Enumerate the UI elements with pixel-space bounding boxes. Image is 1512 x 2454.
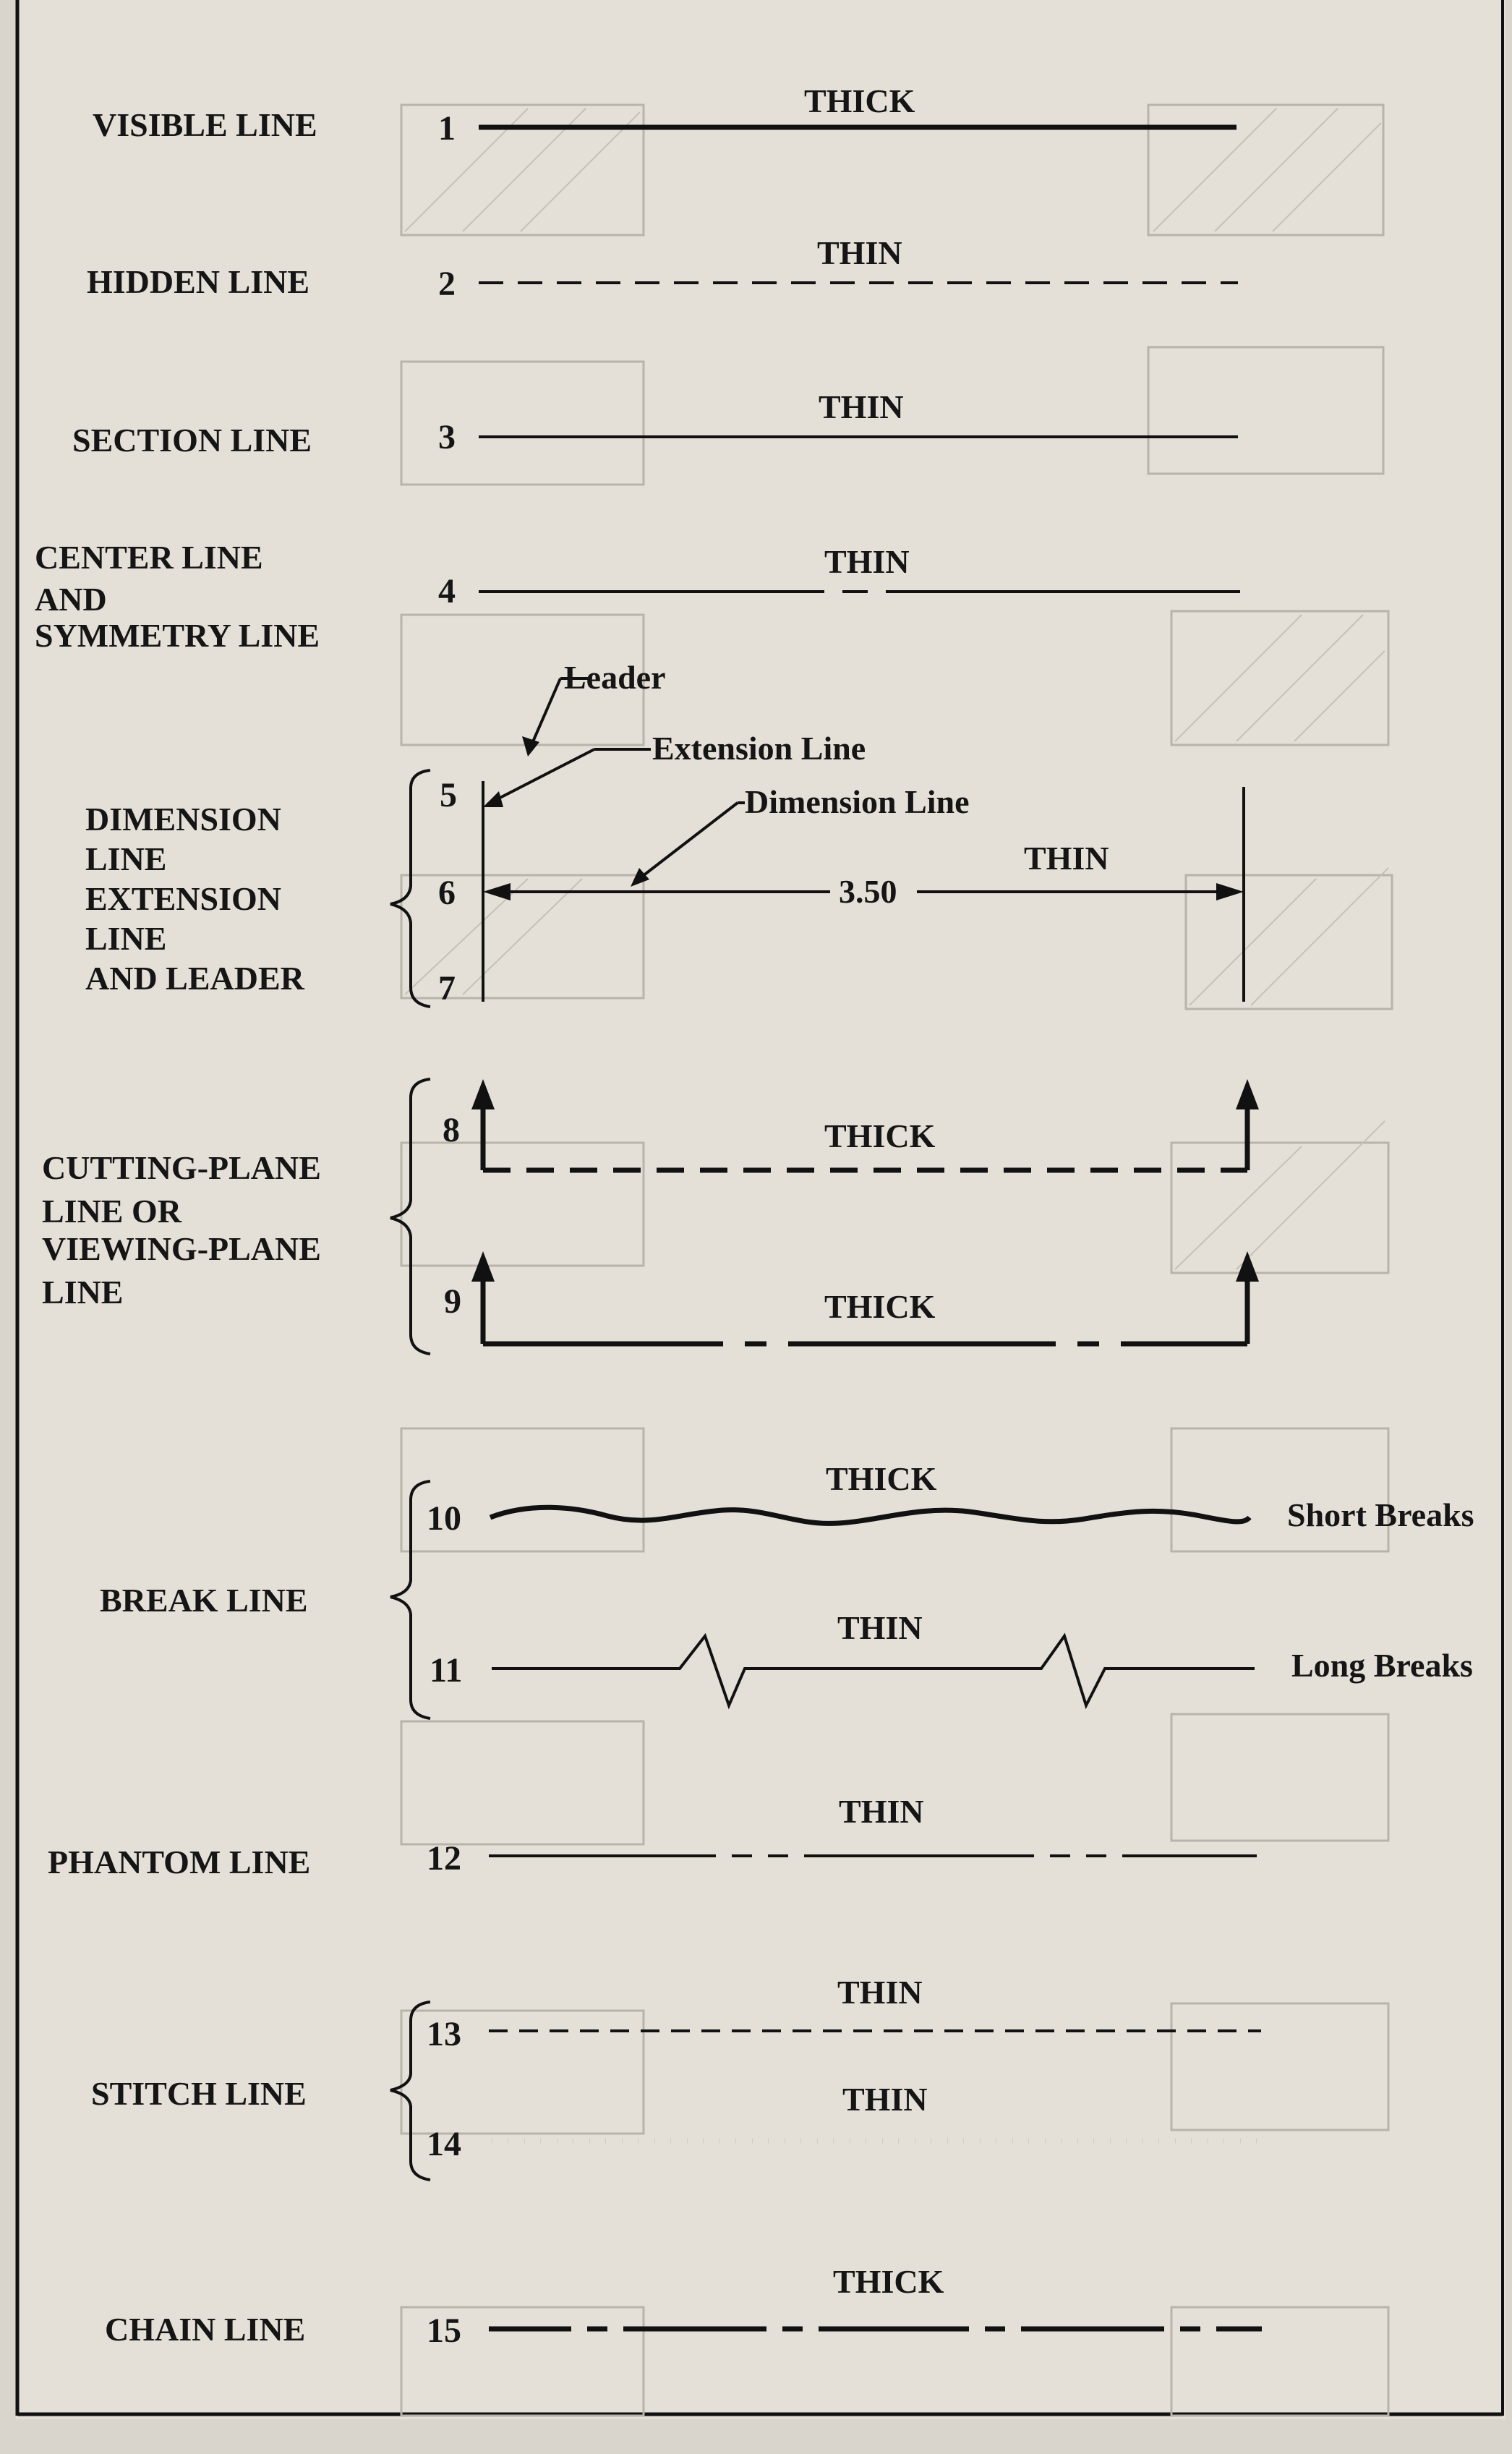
- label-cutting-4: LINE: [42, 1274, 123, 1311]
- line-number-11: 11: [430, 1651, 462, 1690]
- label-chain-line: CHAIN LINE: [105, 2311, 305, 2348]
- label-cutting-3: VIEWING-PLANE: [42, 1230, 321, 1267]
- weight-caption-2: THIN: [817, 234, 902, 271]
- weight-caption-1: THICK: [804, 82, 915, 119]
- label-dimension-3: EXTENSION: [85, 880, 281, 917]
- line-number-5: 5: [440, 776, 457, 814]
- weight-caption-12: THIN: [839, 1793, 924, 1830]
- line-number-13: 13: [427, 2015, 461, 2053]
- dimension-value: 3.50: [839, 873, 897, 910]
- dimension-arrowhead-right: [1216, 883, 1244, 900]
- cutting-group-brace: [390, 1078, 431, 1355]
- label-section-line: SECTION LINE: [72, 422, 312, 459]
- cutting-plane-line-9: [471, 1251, 1259, 1347]
- long-break-line-sample: [492, 1632, 1255, 1710]
- line-number-8: 8: [443, 1111, 460, 1149]
- line-number-10: 10: [427, 1499, 461, 1538]
- line-number-12: 12: [427, 1839, 461, 1878]
- label-center-line-1: CENTER LINE: [35, 539, 263, 576]
- label-visible-line: VISIBLE LINE: [93, 106, 317, 143]
- weight-caption-14: THIN: [842, 2081, 928, 2118]
- line-number-6: 6: [438, 874, 456, 912]
- line-number-1: 1: [438, 109, 456, 148]
- weight-caption-13: THIN: [837, 1974, 923, 2011]
- cutting-plane-arrow-right-9: [1236, 1251, 1259, 1282]
- label-dimension-5: AND LEADER: [85, 960, 305, 997]
- short-break-line-sample: [489, 1504, 1252, 1526]
- cutting-plane-arrow-left-9: [471, 1251, 495, 1282]
- page-panel: [16, 0, 1505, 2419]
- line-number-3: 3: [438, 418, 456, 456]
- label-center-line-2: AND: [35, 581, 107, 618]
- label-dimension-4: LINE: [85, 920, 166, 957]
- line-number-7: 7: [438, 969, 456, 1007]
- weight-caption-8: THICK: [824, 1117, 936, 1154]
- line-number-4: 4: [438, 572, 456, 610]
- dimension-callout-line: [635, 801, 739, 882]
- dimension-line-sample: [482, 677, 1245, 1002]
- long-breaks-note: Long Breaks: [1291, 1647, 1473, 1684]
- weight-caption-15: THICK: [833, 2263, 944, 2300]
- leader-line: [530, 678, 562, 746]
- break-group-brace: [390, 1480, 431, 1720]
- line-number-15: 15: [427, 2312, 461, 2350]
- extension-callout-arrowhead: [483, 791, 503, 807]
- leader-callout-label: Leader: [564, 659, 666, 696]
- dimension-callout-arrowhead: [631, 868, 649, 887]
- label-center-line-3: SYMMETRY LINE: [35, 617, 320, 654]
- label-stitch-line: STITCH LINE: [91, 2075, 307, 2112]
- label-phantom-line: PHANTOM LINE: [48, 1844, 310, 1880]
- weight-caption-10: THICK: [826, 1460, 937, 1497]
- label-dimension-1: DIMENSION: [85, 801, 281, 838]
- leader-arrowhead: [522, 736, 539, 757]
- weight-caption-11: THIN: [837, 1609, 923, 1646]
- dimension-arrowhead-left: [483, 883, 511, 900]
- stitch-group-brace: [390, 2001, 431, 2181]
- weight-caption-9: THICK: [824, 1288, 936, 1325]
- dimension-line-callout-label: Dimension Line: [745, 783, 970, 820]
- short-breaks-note: Short Breaks: [1287, 1496, 1474, 1533]
- weight-caption-6: THIN: [1024, 840, 1109, 877]
- show-through-background: [400, 103, 1393, 2417]
- line-number-2: 2: [438, 265, 456, 303]
- cutting-plane-arrow-right-8: [1236, 1079, 1259, 1109]
- line-number-9: 9: [444, 1282, 461, 1321]
- cutting-plane-line-8: [471, 1079, 1259, 1173]
- label-cutting-2: LINE OR: [42, 1193, 182, 1230]
- extension-callout-line: [487, 748, 595, 806]
- label-hidden-line: HIDDEN LINE: [87, 263, 309, 300]
- label-cutting-1: CUTTING-PLANE: [42, 1149, 321, 1186]
- weight-caption-4: THIN: [824, 543, 910, 580]
- label-dimension-2: LINE: [85, 840, 166, 877]
- weight-caption-3: THIN: [819, 388, 904, 425]
- cutting-plane-arrow-left-8: [471, 1079, 495, 1109]
- line-number-14: 14: [427, 2125, 461, 2163]
- dimension-group-brace: [390, 769, 431, 1008]
- label-break-line: BREAK LINE: [100, 1582, 308, 1619]
- extension-line-callout-label: Extension Line: [652, 730, 866, 767]
